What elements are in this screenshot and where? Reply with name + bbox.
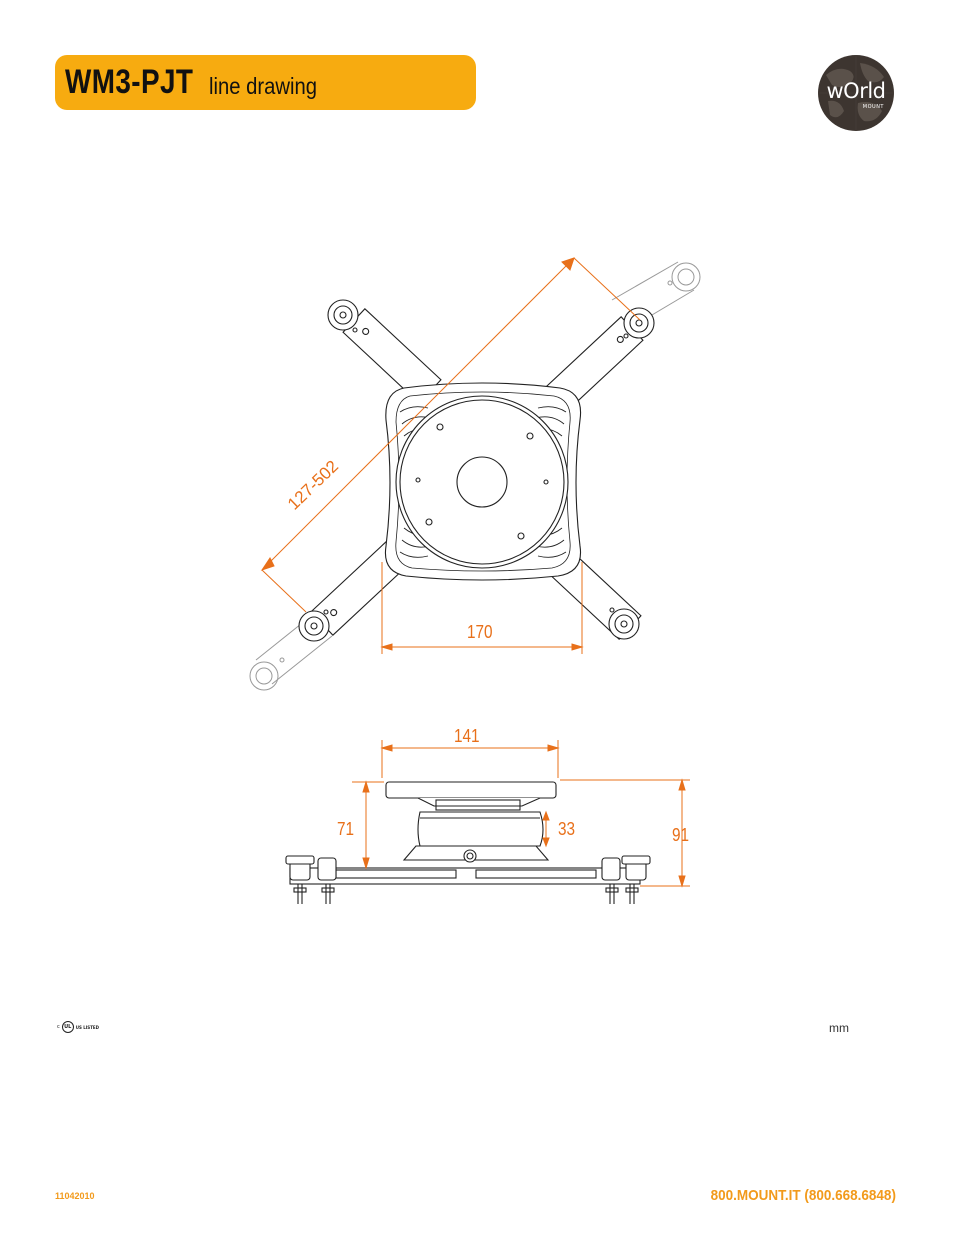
knob-upper-right xyxy=(623,307,655,339)
dimension-lines-side xyxy=(352,740,690,888)
side-plate xyxy=(385,781,557,799)
model-number: WM3-PJT xyxy=(65,63,194,101)
logo-submark: MOUNT xyxy=(862,104,884,110)
document-subtitle: line drawing xyxy=(208,73,317,99)
document-code: 11042010 xyxy=(55,1191,95,1201)
round-plate xyxy=(395,395,569,569)
logo-wordmark: wOrld xyxy=(826,79,886,103)
center-hole xyxy=(456,456,508,508)
knob-lower-left xyxy=(298,609,330,642)
top-view xyxy=(249,261,701,691)
ul-c: c xyxy=(57,1024,60,1030)
hub xyxy=(417,811,544,847)
ul-icon: UL xyxy=(61,1021,74,1033)
side-view xyxy=(285,781,651,904)
dimension-bracket-width: 170 xyxy=(467,622,493,642)
dimension-total-height: 91 xyxy=(672,825,690,845)
globe-icon xyxy=(818,55,894,131)
dimension-hub-height: 33 xyxy=(558,819,576,839)
title-bar: WM3-PJT line drawing xyxy=(55,55,476,110)
phone-number: 800.MOUNT.IT (800.668.6848) xyxy=(710,1187,896,1204)
dimension-height-left: 71 xyxy=(337,819,355,839)
unit-label: mm xyxy=(829,1021,849,1035)
knob-upper-left xyxy=(327,299,359,333)
dimension-lines-top xyxy=(260,257,641,654)
ul-listed-text: US LISTED xyxy=(75,1024,99,1030)
ul-listed-mark: c UL US LISTED xyxy=(57,1021,99,1033)
dimension-plate-width: 141 xyxy=(454,726,480,746)
world-mount-logo: wOrld MOUNT xyxy=(818,55,894,131)
knob-lower-right xyxy=(608,607,640,640)
